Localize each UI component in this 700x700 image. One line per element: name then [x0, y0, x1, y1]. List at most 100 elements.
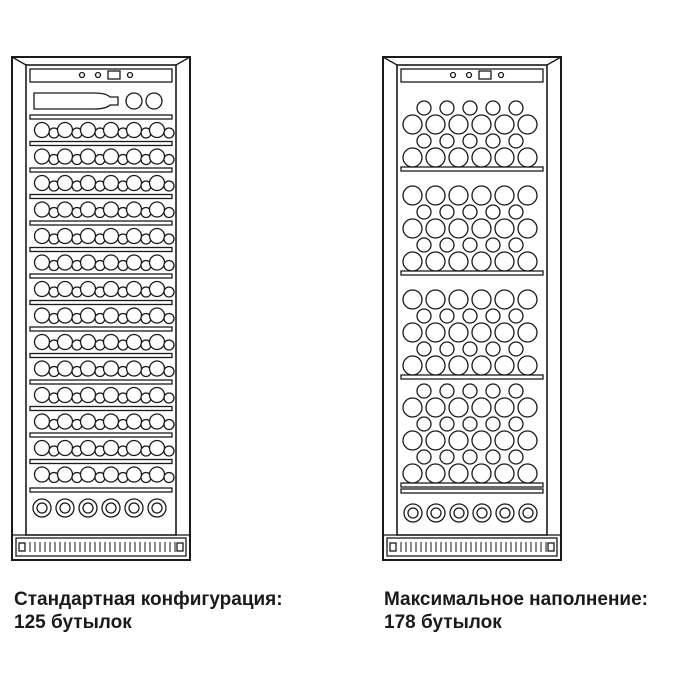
bottle-end-icon [485, 133, 501, 149]
caption-standard-title: Стандартная конфигурация: [14, 589, 283, 610]
bottle-end-icon [471, 218, 492, 239]
bottle-end-icon [448, 251, 469, 272]
bottle-end-icon [508, 308, 524, 324]
bottle-end-icon [494, 218, 515, 239]
bottle-end-icon [425, 355, 446, 376]
adjustable-foot-icon [389, 542, 397, 552]
bottle-neck-icon [163, 127, 175, 139]
bottle-end-icon [517, 114, 538, 135]
wine-shelf [29, 405, 175, 431]
bottle-end-icon [402, 251, 423, 272]
bottle-end-icon [425, 463, 446, 484]
bottle-neck-icon [128, 502, 140, 514]
bottle-end-icon [439, 204, 455, 220]
bottle-end-icon [416, 308, 432, 324]
bottle-end-icon [56, 439, 74, 457]
bottle-end-icon [125, 148, 143, 165]
bottle-end-icon [148, 254, 166, 271]
bottle-end-icon [33, 201, 51, 218]
bottle-end-icon [56, 333, 74, 351]
bottle-end-icon [402, 397, 423, 418]
bottle-end-icon [402, 322, 423, 343]
bottle-neck-icon [163, 365, 175, 378]
bottle-end-icon [462, 416, 478, 432]
wine-shelf [29, 379, 175, 404]
bottle-end-icon [425, 430, 446, 451]
bottle-end-icon [471, 397, 492, 418]
bottle-end-icon [56, 413, 74, 430]
control-panel-strip [29, 68, 173, 83]
control-button-icon [78, 71, 86, 79]
bottle-end-icon [425, 251, 446, 272]
bottle-end-icon [517, 463, 538, 484]
bottle-end-icon [425, 289, 446, 310]
bottle-end-icon [33, 280, 51, 298]
bottle-neck-icon [163, 339, 175, 351]
bottle-end-icon [425, 322, 446, 343]
bottle-end-icon [508, 449, 524, 465]
bottle-end-icon [471, 355, 492, 376]
bottle-end-icon [56, 466, 74, 483]
bottle-end-icon [125, 201, 143, 218]
bottle-end-icon [102, 413, 120, 430]
shelf-rail [29, 220, 173, 226]
shelf-rail [29, 487, 173, 493]
bottle-end-icon [102, 227, 120, 245]
bottle-end-icon [416, 133, 432, 149]
bottle-end-icon [425, 218, 446, 239]
bottle-end-icon [517, 147, 538, 168]
bottle-end-icon [33, 386, 51, 404]
bottle-end-icon [79, 413, 97, 430]
temperature-display-icon [107, 70, 121, 80]
cabinet-outer-frame [382, 56, 562, 561]
bottle-end-icon [33, 360, 51, 377]
stacked-bottle-section [400, 289, 544, 380]
bottle-neck-icon [163, 471, 175, 484]
bottle-end-icon [517, 289, 538, 310]
shelf-rail [400, 482, 544, 488]
bottle-end-icon [102, 148, 120, 165]
bottle-end-icon [462, 237, 478, 253]
bottle-end-icon [448, 322, 469, 343]
bottle-end-icon [33, 227, 51, 245]
bottle-end-icon [125, 227, 143, 245]
bottle-end-icon [125, 386, 143, 404]
bottle-end-icon [425, 147, 446, 168]
control-button-icon [94, 71, 102, 79]
bottle-end-icon [471, 185, 492, 206]
bottle-end-icon [102, 360, 120, 377]
bottle-end-icon [148, 386, 166, 404]
bottle-end-icon [148, 413, 166, 430]
wine-shelf [29, 352, 175, 378]
bottle-end-icon [485, 449, 501, 465]
bottle-end-icon [102, 333, 120, 351]
bottle-end-icon [33, 466, 51, 483]
bottle-end-icon [125, 254, 143, 271]
bottle-end-icon [79, 333, 97, 351]
bottle-end-icon [508, 133, 524, 149]
bottle-end-icon [145, 92, 163, 110]
bottle-end-icon [517, 322, 538, 343]
adjustable-foot-icon [18, 542, 26, 552]
shelf-rail [29, 140, 173, 147]
fridge-standard-configuration [11, 56, 191, 561]
bottle-end-icon [448, 218, 469, 239]
bottle-end-icon [33, 439, 51, 457]
bottle-end-icon [448, 463, 469, 484]
bottle-end-icon [517, 430, 538, 451]
shelf-rail [29, 167, 173, 173]
shelf-rail [400, 488, 544, 494]
bottle-end-icon [485, 308, 501, 324]
bottle-end-icon [102, 439, 120, 457]
bottle-neck-icon [163, 312, 175, 325]
bottle-end-icon [79, 386, 97, 404]
stacked-bottle-section [400, 383, 544, 488]
bottle-end-icon [148, 121, 166, 139]
bottle-end-icon [471, 430, 492, 451]
bottle-neck-icon [82, 502, 94, 514]
bottle-end-icon [416, 237, 432, 253]
bottle-end-icon [416, 204, 432, 220]
bottle-end-icon [79, 360, 97, 377]
shelf-rail [29, 352, 173, 359]
